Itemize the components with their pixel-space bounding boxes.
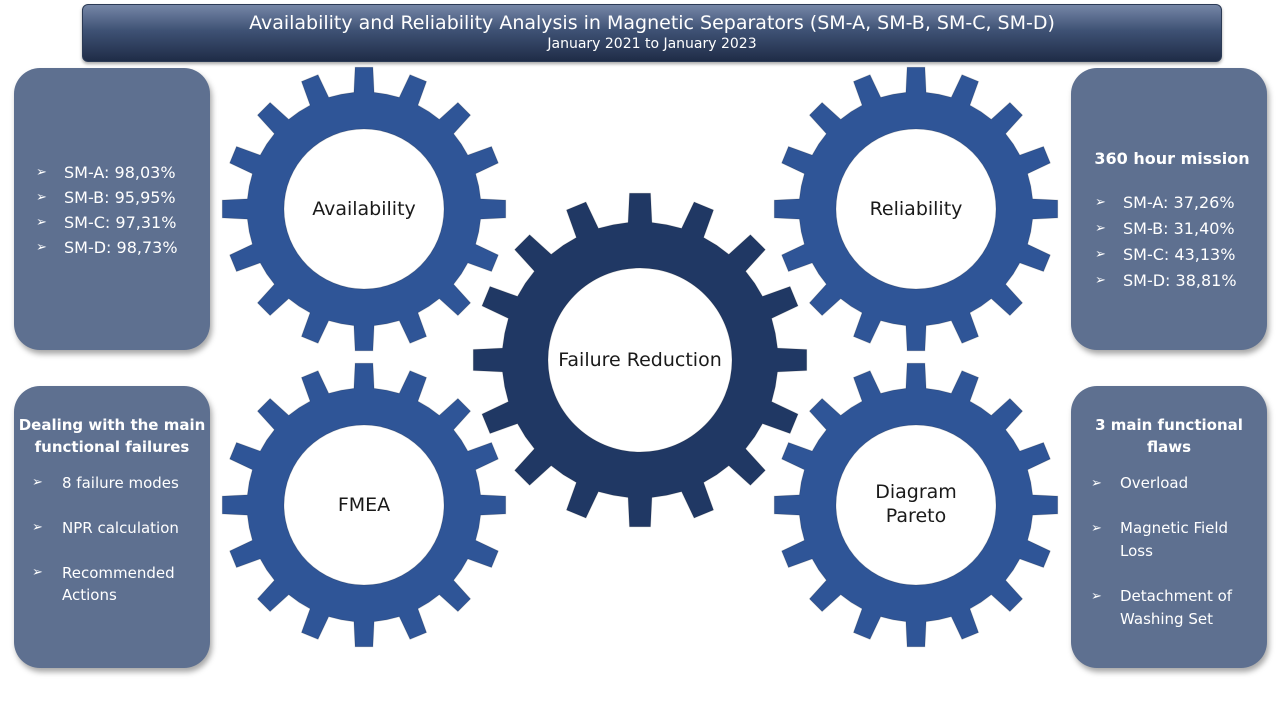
- gear-label-fmea: FMEA: [337, 494, 391, 516]
- arrow-bullet-icon: ➢: [1095, 221, 1106, 236]
- list-item: ➢ Recommended Actions: [32, 562, 204, 606]
- reliability-panel: 360 hour mission ➢ SM-A: 37,26% ➢ SM-B: 31…: [1071, 68, 1267, 350]
- list-item: ➢ SM-C: 43,13%: [1095, 242, 1267, 268]
- list-item: ➢ SM-C: 97,31%: [36, 210, 210, 235]
- fmea-heading: Dealing with the main functional failure…: [18, 416, 206, 456]
- list-item: ➢ Overload: [1091, 472, 1261, 495]
- gear-body: [773, 362, 1059, 648]
- gear-availability-icon: [221, 66, 507, 352]
- arrow-bullet-icon: ➢: [1091, 521, 1102, 536]
- list-item-text: SM-C: 43,13%: [1123, 245, 1236, 264]
- list-item-text: Magnetic Field Loss: [1120, 519, 1229, 560]
- list-item: ➢ Magnetic Field Loss: [1091, 517, 1261, 563]
- diagram-title: Availability and Reliability Analysis in…: [249, 12, 1055, 34]
- list-item-text: SM-A: 98,03%: [64, 163, 176, 182]
- diagram-subtitle: January 2021 to January 2023: [547, 36, 757, 52]
- arrow-bullet-icon: ➢: [1091, 589, 1102, 604]
- list-item: ➢ SM-B: 95,95%: [36, 185, 210, 210]
- list-item-text: SM-B: 95,95%: [64, 188, 176, 207]
- title-banner: Availability and Reliability Analysis in…: [82, 4, 1222, 62]
- arrow-bullet-icon: ➢: [1091, 476, 1102, 491]
- list-item-text: Detachment of Washing Set: [1120, 587, 1233, 628]
- pareto-list: ➢ Overload ➢ Magnetic Field Loss ➢ Detachme…: [1071, 472, 1267, 631]
- list-item: ➢ SM-D: 38,81%: [1095, 268, 1267, 294]
- list-item-text: Recommended Actions: [62, 564, 175, 604]
- arrow-bullet-icon: ➢: [1095, 195, 1106, 210]
- arrow-bullet-icon: ➢: [32, 475, 43, 490]
- arrow-bullet-icon: ➢: [1095, 273, 1106, 288]
- gear-label-availability: Availability: [312, 198, 416, 220]
- list-item: ➢ NPR calculation: [32, 517, 204, 539]
- gear-body: [472, 192, 808, 528]
- gear-fmea-icon: [221, 362, 507, 648]
- list-item: ➢ Detachment of Washing Set: [1091, 585, 1261, 631]
- gear-body: [221, 362, 507, 648]
- gear-label-failure-reduction: Failure Reduction: [558, 349, 722, 371]
- list-item-text: SM-D: 98,73%: [64, 238, 178, 257]
- gear-label-pareto-line2: Pareto: [885, 505, 947, 527]
- arrow-bullet-icon: ➢: [36, 240, 47, 255]
- reliability-list: ➢ SM-A: 37,26% ➢ SM-B: 31,40% ➢ SM-C: 43,13…: [1071, 190, 1267, 294]
- arrow-bullet-icon: ➢: [32, 520, 43, 535]
- gear-failure-reduction-icon: [472, 192, 808, 528]
- list-item-text: Overload: [1120, 474, 1189, 492]
- arrow-bullet-icon: ➢: [36, 190, 47, 205]
- list-item-text: SM-C: 97,31%: [64, 213, 177, 232]
- list-item-text: NPR calculation: [62, 519, 179, 537]
- fmea-panel: Dealing with the main functional failure…: [14, 386, 210, 668]
- list-item: ➢ SM-D: 98,73%: [36, 235, 210, 260]
- gear-pareto-icon: [773, 362, 1059, 648]
- availability-panel: ➢ SM-A: 98,03% ➢ SM-B: 95,95% ➢ SM-C: 97,31…: [14, 68, 210, 350]
- list-item: ➢ SM-B: 31,40%: [1095, 216, 1267, 242]
- arrow-bullet-icon: ➢: [36, 165, 47, 180]
- pareto-panel: 3 main functional flaws ➢ Overload ➢ Magne…: [1071, 386, 1267, 668]
- list-item: ➢ SM-A: 37,26%: [1095, 190, 1267, 216]
- list-item-text: 8 failure modes: [62, 474, 179, 492]
- pareto-heading: 3 main functional flaws: [1095, 416, 1243, 456]
- gear-label-pareto-line1: Diagram: [875, 481, 957, 503]
- list-item-text: SM-A: 37,26%: [1123, 193, 1235, 212]
- arrow-bullet-icon: ➢: [36, 215, 47, 230]
- fmea-list: ➢ 8 failure modes ➢ NPR calculation ➢ Recom…: [14, 472, 210, 606]
- gear-body: [773, 66, 1059, 352]
- reliability-heading: 360 hour mission: [1094, 149, 1250, 168]
- arrow-bullet-icon: ➢: [1095, 247, 1106, 262]
- gear-reliability-icon: [773, 66, 1059, 352]
- arrow-bullet-icon: ➢: [32, 565, 43, 580]
- list-item: ➢ 8 failure modes: [32, 472, 204, 494]
- list-item-text: SM-D: 38,81%: [1123, 271, 1237, 290]
- availability-list: ➢ SM-A: 98,03% ➢ SM-B: 95,95% ➢ SM-C: 97,31…: [14, 160, 210, 260]
- list-item-text: SM-B: 31,40%: [1123, 219, 1235, 238]
- gear-label-reliability: Reliability: [869, 198, 963, 220]
- list-item: ➢ SM-A: 98,03%: [36, 160, 210, 185]
- gear-label-pareto: Diagram Pareto: [836, 480, 996, 528]
- gear-body: [221, 66, 507, 352]
